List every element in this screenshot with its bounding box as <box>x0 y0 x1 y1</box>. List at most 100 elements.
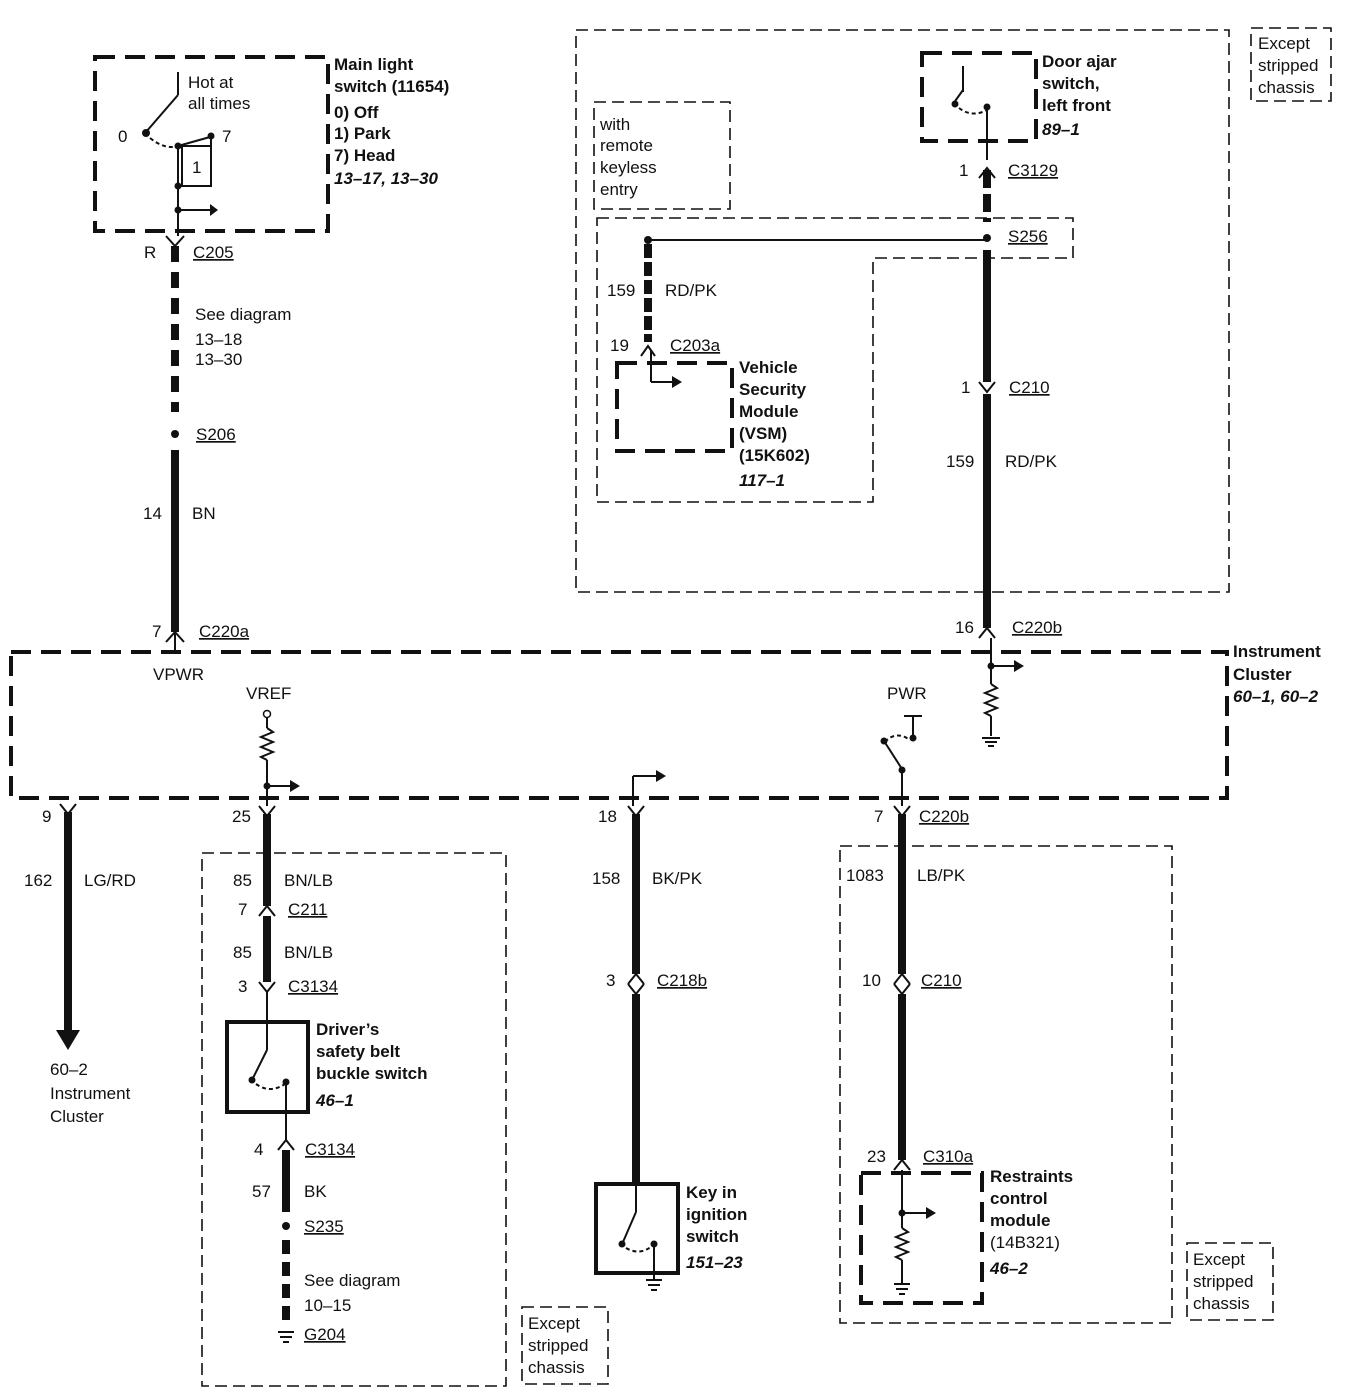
except-note-bottom-right: Except stripped chassis <box>1186 1242 1274 1321</box>
s206-label: S206 <box>196 425 236 444</box>
except-bl-2: stripped <box>528 1336 588 1355</box>
except-bl-3: chassis <box>528 1358 585 1377</box>
lgrd-run: 9 162 LG/RD 60–2 Instrument Cluster <box>24 803 136 1126</box>
c220b-label-top: C220b <box>1012 618 1062 637</box>
main-light-opt-2: 1) Park <box>334 124 391 143</box>
door-circuit: 159 <box>946 452 974 471</box>
belt-switch-title-2: safety belt <box>316 1042 400 1061</box>
except-br-3: chassis <box>1193 1294 1250 1313</box>
main-light-switch: Hot at all times 0 7 1 Main light switch… <box>93 55 449 236</box>
see-ref-belt: 10–15 <box>304 1296 351 1315</box>
c218b-pin: 3 <box>606 971 615 990</box>
restraints-run: 7 C220b 1083 LB/PK 10 C210 23 C310a <box>846 805 974 1171</box>
key-ref: 151–23 <box>686 1253 743 1272</box>
c203a-pin: 19 <box>610 336 629 355</box>
c205-pin: R <box>144 243 156 262</box>
cluster-ref: 60–1, 60–2 <box>1233 687 1319 706</box>
belt-circuit-1: 85 <box>233 871 252 890</box>
restraints-circuit: 1083 <box>846 866 884 885</box>
vpwr-label: VPWR <box>153 665 204 684</box>
c220a-label: C220a <box>199 622 250 641</box>
except-bl-1: Except <box>528 1314 580 1333</box>
vsm-title-4: (VSM) <box>739 424 787 443</box>
cluster-title-1: Instrument <box>1233 642 1321 661</box>
keyless-4: entry <box>600 180 638 199</box>
lgrd-dest-2: Instrument <box>50 1084 131 1103</box>
pos-park-label: 1 <box>192 158 201 177</box>
hot-label-2: all times <box>188 94 250 113</box>
vsm-region <box>596 217 1074 503</box>
vsm-circuit: 159 <box>607 281 635 300</box>
bn-circuit: 14 <box>143 504 162 523</box>
s235-label: S235 <box>304 1217 344 1236</box>
vsm-run: 159 RD/PK 19 C203a <box>607 236 721 357</box>
belt-switch-title-3: buckle switch <box>316 1064 427 1083</box>
except-note-top: Except stripped chassis <box>1250 27 1332 102</box>
hot-label-1: Hot at <box>188 73 234 92</box>
belt-run: 25 85 BN/LB 7 C211 85 BN/LB 3 C3134 <box>232 805 338 1022</box>
door-ajar-title-3: left front <box>1042 96 1111 115</box>
instrument-cluster: Instrument Cluster 60–1, 60–2 VPWR VREF … <box>9 638 1321 806</box>
g204-label: G204 <box>304 1325 346 1344</box>
c211-pin: 7 <box>238 900 247 919</box>
key-circuit: 158 <box>592 869 620 888</box>
except-top-1: Except <box>1258 34 1310 53</box>
key-run: 18 158 BK/PK 3 C218b <box>592 805 707 1184</box>
keyless-3: keyless <box>600 158 657 177</box>
main-light-ref: 13–17, 13–30 <box>334 169 439 188</box>
rcm-title-1: Restraints <box>990 1167 1073 1186</box>
c211-label: C211 <box>288 900 327 919</box>
pwr-label: PWR <box>887 684 927 703</box>
lgrd-dest-3: Cluster <box>50 1107 104 1126</box>
belt-ground-run: 4 C3134 57 BK S235 See diagram 10–15 G20… <box>252 1138 400 1344</box>
c3134b-label: C3134 <box>305 1140 355 1159</box>
c220a-pin: 7 <box>152 622 161 641</box>
keyless-1: with <box>599 115 630 134</box>
c218b-label: C218b <box>657 971 707 990</box>
remote-keyless-note: with remote keyless entry <box>593 101 731 210</box>
belt-pin: 25 <box>232 807 251 826</box>
key-title-2: ignition <box>686 1205 747 1224</box>
vref-label: VREF <box>246 684 291 703</box>
c205-label: C205 <box>193 243 234 262</box>
except-top-2: stripped <box>1258 56 1318 75</box>
keyless-2: remote <box>600 136 653 155</box>
cluster-title-2: Cluster <box>1233 665 1292 684</box>
c3134-label: C3134 <box>288 977 338 996</box>
vsm-title-5: (15K602) <box>739 446 810 465</box>
see-diagram-left: See diagram <box>195 305 291 324</box>
pos-off-label: 0 <box>118 127 127 146</box>
rcm-title-3: module <box>990 1211 1050 1230</box>
main-light-title-1: Main light <box>334 55 414 74</box>
see-diagram-belt: See diagram <box>304 1271 400 1290</box>
c220b-pin-top: 16 <box>955 618 974 637</box>
except-region-bottom-left <box>201 852 507 1387</box>
belt-circuit-3: 57 <box>252 1182 271 1201</box>
lgrd-pin: 9 <box>42 807 51 826</box>
door-ajar-switch: Door ajar switch, left front 89–1 <box>920 51 1117 160</box>
lgrd-dest-1: 60–2 <box>50 1060 88 1079</box>
door-color: RD/PK <box>1005 452 1058 471</box>
main-light-opt-1: 0) Off <box>334 103 379 122</box>
restraints-c210-pin: 10 <box>862 971 881 990</box>
belt-color-2: BN/LB <box>284 943 333 962</box>
pos-head-label: 7 <box>222 127 231 146</box>
restraints-module: Restraints control module (14B321) 46–2 <box>859 1167 1073 1305</box>
except-br-2: stripped <box>1193 1272 1253 1291</box>
belt-color-1: BN/LB <box>284 871 333 890</box>
restraints-color: LB/PK <box>917 866 966 885</box>
except-stripped-region-top <box>575 29 1230 593</box>
restraints-c210: C210 <box>921 971 962 990</box>
belt-color-3: BK <box>304 1182 327 1201</box>
key-title-3: switch <box>686 1227 739 1246</box>
except-region-bottom-right <box>839 845 1173 1324</box>
belt-switch-ref: 46–1 <box>315 1091 354 1110</box>
c310a-pin: 23 <box>867 1147 886 1166</box>
door-ajar-title-2: switch, <box>1042 74 1100 93</box>
s256-label: S256 <box>1008 227 1048 246</box>
key-in-ignition-switch: Key in ignition switch 151–23 <box>594 1182 747 1291</box>
vsm-title-2: Security <box>739 380 807 399</box>
c210-pin-top: 1 <box>961 378 970 397</box>
rcm-title-2: control <box>990 1189 1048 1208</box>
c3134b-pin: 4 <box>254 1140 263 1159</box>
